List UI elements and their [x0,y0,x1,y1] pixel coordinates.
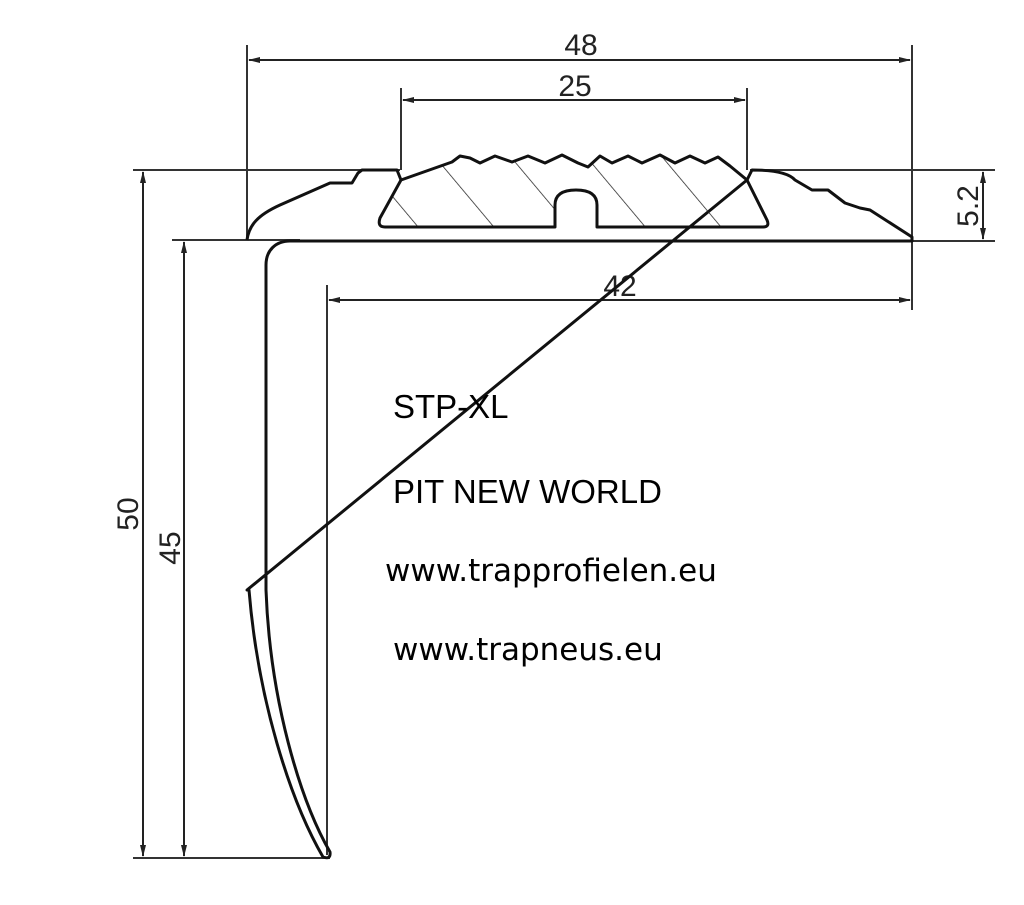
website-link-1[interactable]: www.trapprofielen.eu [385,553,717,589]
dim-50-text: 50 [112,497,145,530]
website-link-2[interactable]: www.trapneus.eu [393,632,663,668]
dim-25-text: 25 [558,70,591,103]
model-label: STP-XL [393,388,509,425]
dimension-lines [140,57,986,857]
dim-5-2-text: 5.2 [952,185,985,227]
tread-insert [377,153,770,229]
brand-label: PIT NEW WORLD [393,473,662,510]
extension-lines [133,45,995,859]
dim-45-text: 45 [154,531,187,564]
dim-48-text: 48 [564,29,597,62]
profile-body [245,168,914,860]
